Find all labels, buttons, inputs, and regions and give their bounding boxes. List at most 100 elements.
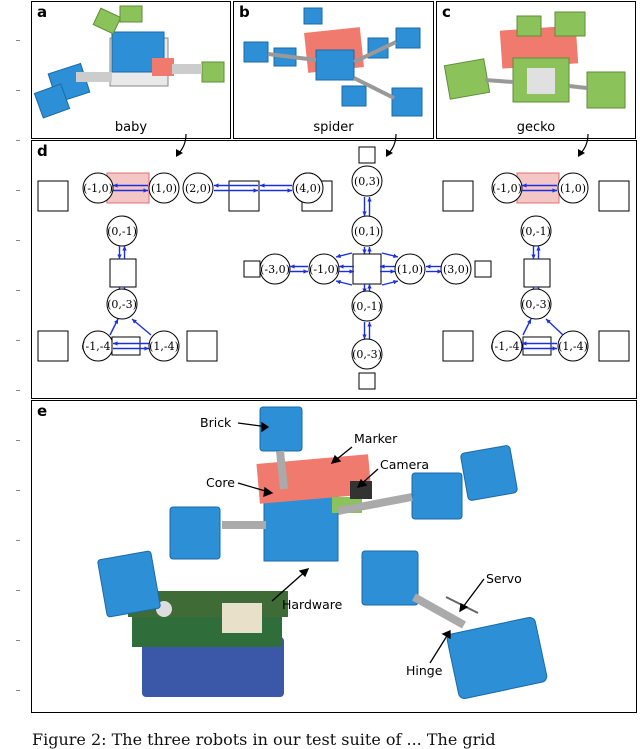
- panel-label-d: d: [37, 142, 48, 160]
- annotated-spider-photo: [97, 406, 548, 700]
- connection-arrowhead: [437, 269, 442, 274]
- connection-arrowhead: [552, 188, 557, 193]
- module-node: [308, 253, 340, 285]
- connection-arrowhead: [522, 183, 527, 188]
- brick-box: [598, 330, 630, 362]
- connection-arrowhead: [536, 246, 541, 251]
- connection-arrowhead: [367, 247, 372, 252]
- module-node-label: (1,0): [397, 263, 423, 276]
- connection-arrowhead: [214, 183, 219, 188]
- module-node: [106, 288, 138, 320]
- connection-arrowhead: [113, 183, 118, 188]
- brick-box: [522, 336, 552, 356]
- module-node: [351, 338, 383, 370]
- module-node: [557, 172, 589, 204]
- photo-panel-spider: b spider: [233, 1, 434, 139]
- brick-box: [186, 330, 218, 362]
- callout-hardware: Hardware: [282, 597, 343, 612]
- topology-panel: d (-1,0)(1,0)(2,0)(4,0)(4,0)(0,-1)(0,-3)…: [31, 140, 637, 399]
- connection-arrowhead: [253, 188, 258, 193]
- panel-label-e: e: [37, 402, 48, 420]
- caption-spider: spider: [313, 120, 354, 135]
- module-node: [148, 330, 180, 362]
- connection-arrowhead: [522, 341, 527, 346]
- core-box: [516, 172, 560, 204]
- connection-arrowhead: [367, 197, 372, 202]
- connection-arrowhead: [546, 319, 551, 324]
- connection-arrowhead: [349, 269, 354, 274]
- baby-robot-photo: [33, 5, 225, 119]
- brick-box: [243, 260, 261, 278]
- brick-box: [37, 180, 69, 212]
- brick-box: [523, 258, 551, 288]
- module-node-label: (2,0): [185, 182, 211, 195]
- connection-arrowhead: [122, 246, 127, 251]
- annotated-photo-panel: e Brick Marker Camera Core Hardware Serv…: [31, 400, 637, 713]
- brick-box: [474, 260, 492, 278]
- gecko-robot-photo: [443, 11, 626, 109]
- connection-arrowhead: [393, 279, 398, 285]
- module-node: [491, 330, 523, 362]
- module-node-label: (-1,0): [492, 182, 522, 195]
- module-node: [351, 165, 383, 197]
- module-node-label: (3,0): [443, 263, 469, 276]
- module-node-label: (0,-3): [521, 298, 551, 311]
- brick-box: [111, 336, 141, 356]
- connection-arrowhead: [114, 319, 118, 324]
- module-node-label: (-1,-4): [490, 340, 524, 353]
- module-node: [351, 215, 383, 247]
- connection-arrowhead: [287, 188, 292, 193]
- connection-arrowhead: [362, 249, 367, 254]
- module-node: [292, 172, 324, 204]
- module-node: [182, 172, 214, 204]
- module-node-label: (1,-4): [149, 340, 179, 353]
- module-node-label: (0,1): [354, 225, 380, 238]
- module-node-label: (0,-1): [521, 225, 551, 238]
- module-node-label: (-1,0): [309, 263, 339, 276]
- module-node: [148, 172, 180, 204]
- module-node-label: (0,3): [354, 175, 380, 188]
- module-node: [259, 253, 291, 285]
- connection-arrowhead: [113, 341, 118, 346]
- module-node-label: (0,-1): [352, 300, 382, 313]
- module-node: [557, 330, 589, 362]
- connection-arrowhead: [367, 322, 372, 327]
- callout-camera: Camera: [380, 457, 430, 472]
- brick-box: [109, 258, 137, 288]
- panel-label-a: a: [37, 3, 48, 21]
- module-node-label: (0,-3): [352, 348, 382, 361]
- module-node-label: (4,0): [295, 182, 321, 195]
- connection-arrowhead: [336, 253, 341, 259]
- panel-label-c: c: [442, 3, 451, 21]
- connection-arrowhead: [290, 264, 295, 269]
- connection-arrowhead: [527, 319, 531, 324]
- module-node: [520, 288, 552, 320]
- module-node-label: (-1,-4): [81, 340, 115, 353]
- module-node: [106, 215, 138, 247]
- callout-servo: Servo: [486, 571, 522, 586]
- module-node-label: (-1,0): [83, 182, 113, 195]
- brick-box: [358, 146, 376, 164]
- module-node: [440, 253, 472, 285]
- module-grid-diagrams: (-1,0)(1,0)(2,0)(4,0)(4,0)(0,-1)(0,-3)(-…: [37, 146, 630, 390]
- connection-arrowhead: [143, 188, 148, 193]
- connection-arrowhead: [380, 264, 385, 269]
- photo-panel-baby: a baby: [31, 1, 231, 139]
- brick-box: [442, 330, 474, 362]
- spider-robot-photo: [243, 7, 423, 117]
- brick-box: [352, 253, 382, 285]
- module-node: [491, 172, 523, 204]
- module-node: [394, 253, 426, 285]
- caption-baby: baby: [114, 120, 148, 135]
- page-edge-marks: [0, 0, 30, 748]
- photo-panel-gecko: c gecko: [436, 1, 636, 139]
- connection-arrowhead: [117, 254, 122, 259]
- module-node-label: (0,-1): [107, 225, 137, 238]
- module-node: [82, 172, 114, 204]
- connection-arrowhead: [393, 253, 398, 259]
- module-node-label: (0,-3): [107, 298, 137, 311]
- caption-gecko: gecko: [516, 120, 556, 135]
- callout-marker: Marker: [354, 431, 398, 446]
- brick-box: [358, 372, 376, 390]
- panel-label-b: b: [239, 3, 250, 21]
